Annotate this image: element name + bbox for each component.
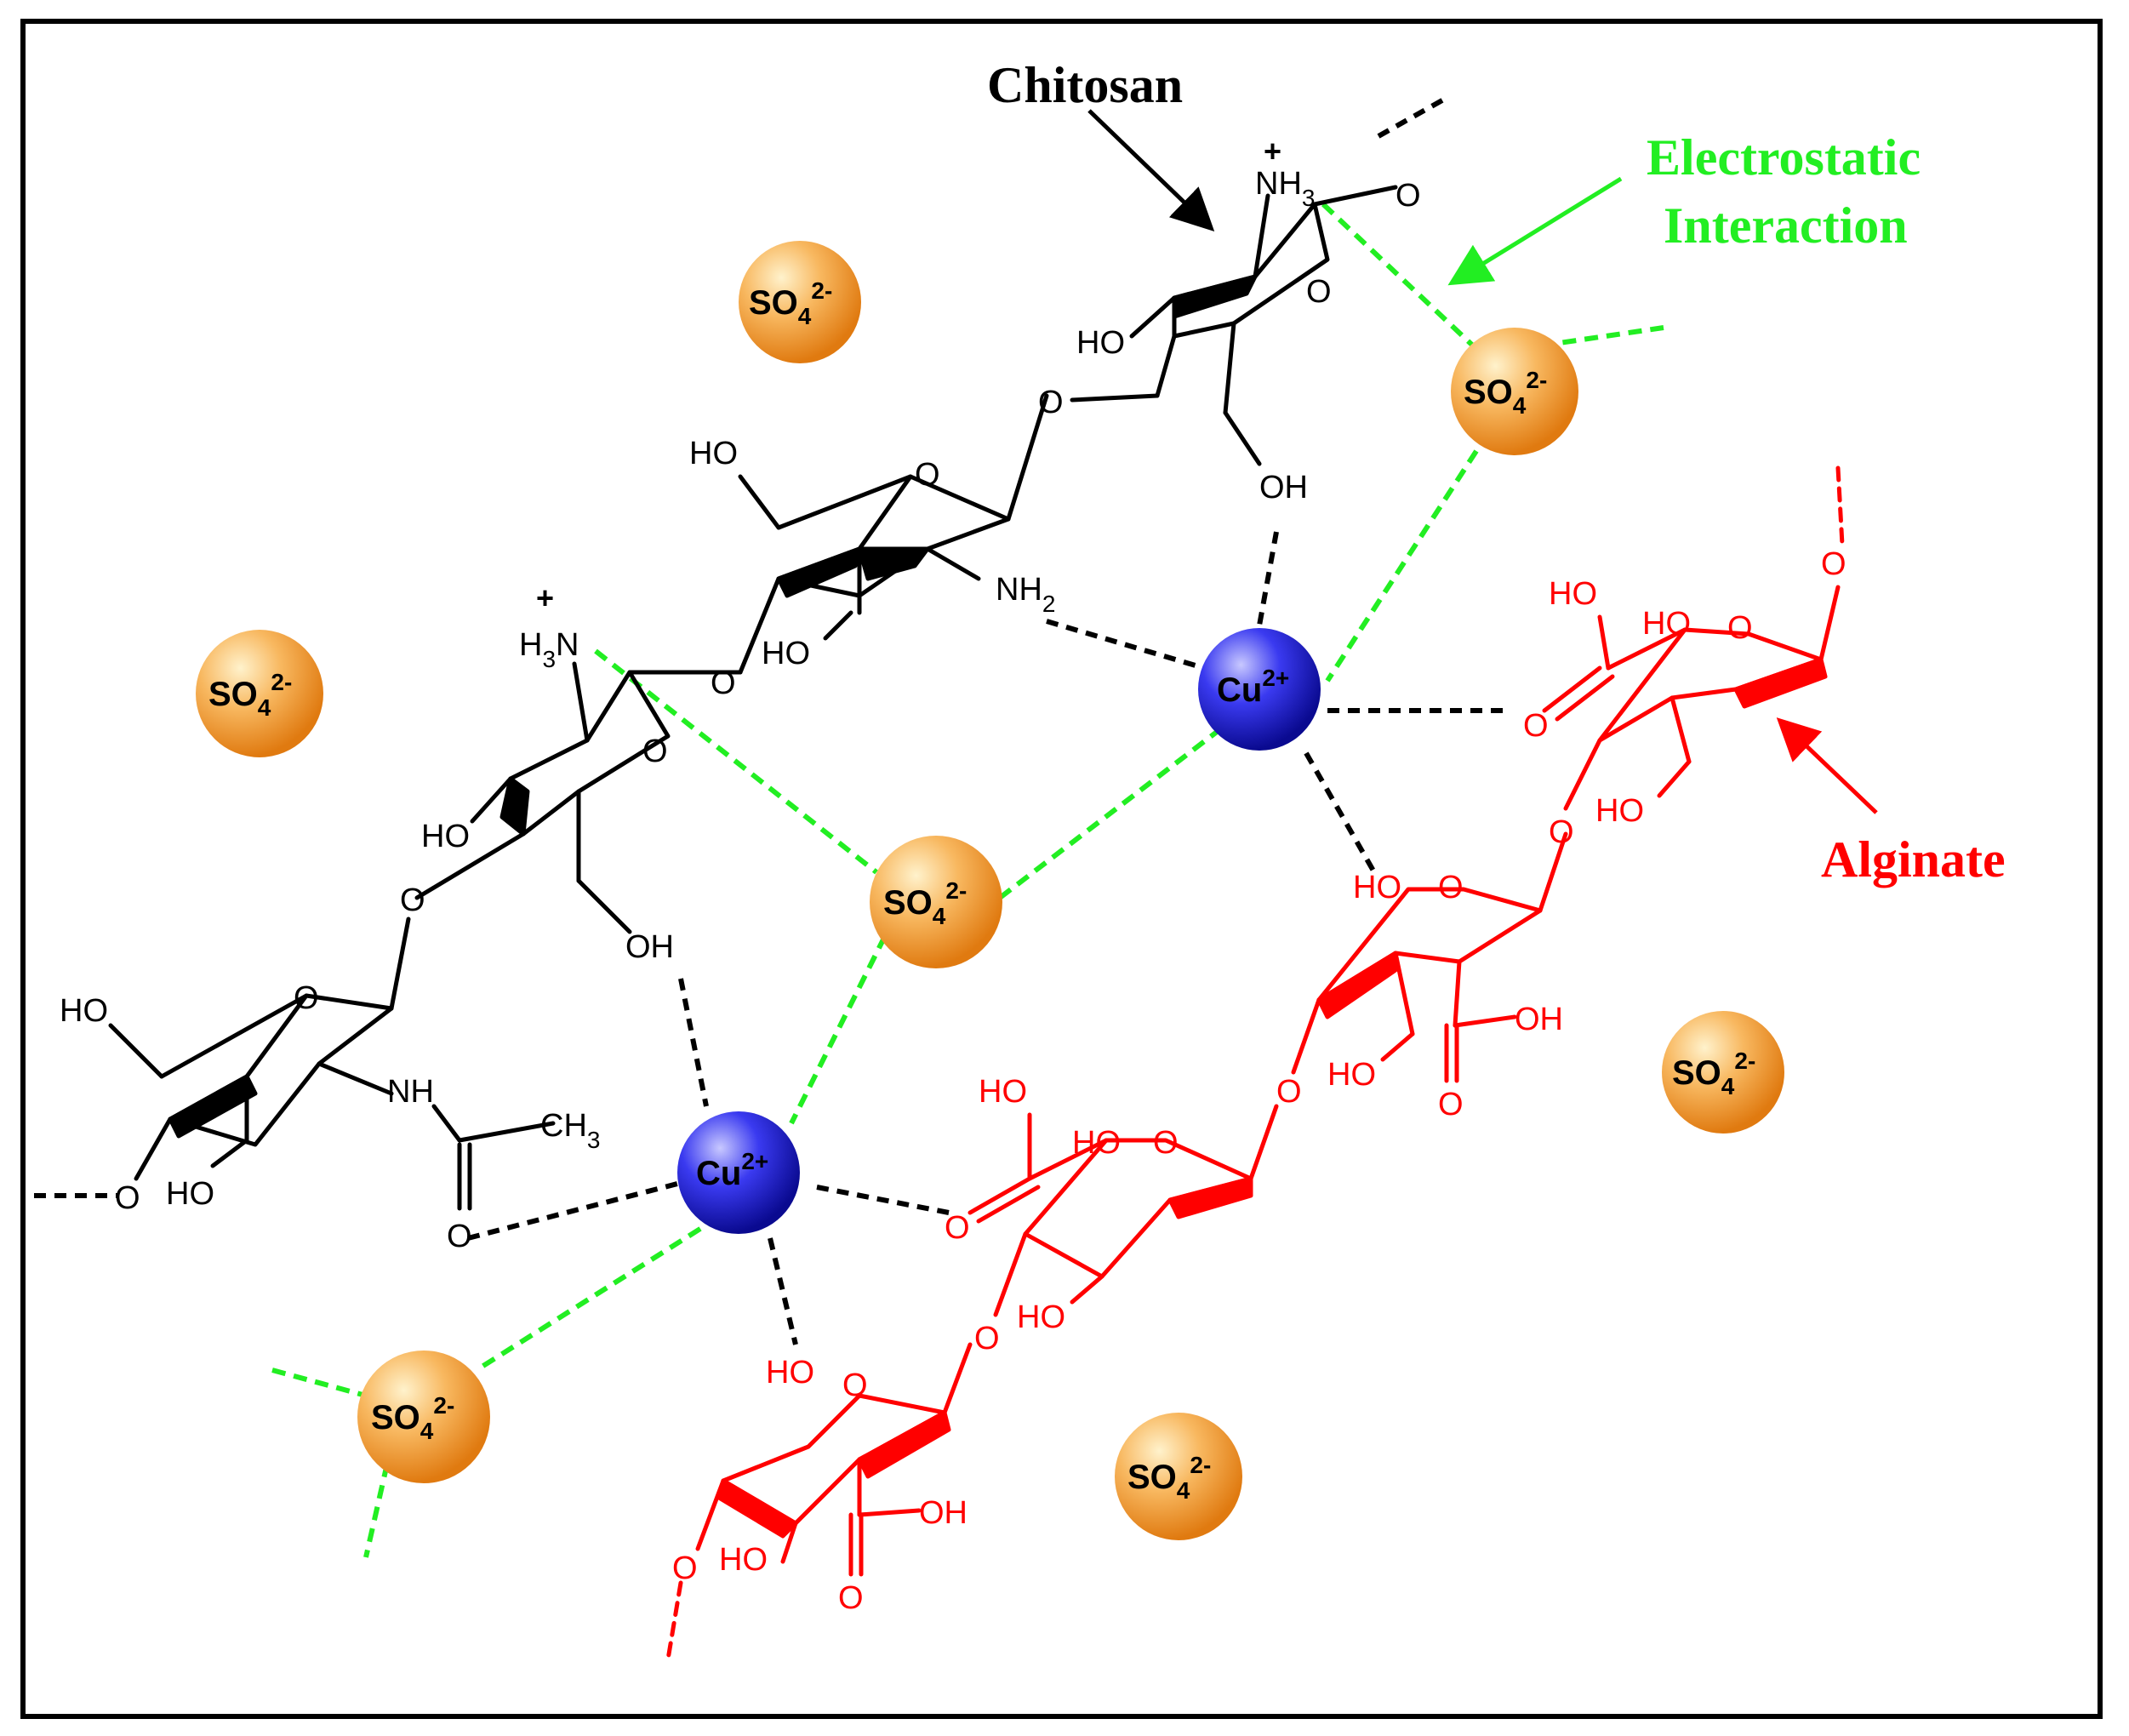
svg-text:SO42-: SO42-: [1127, 1452, 1211, 1504]
chitosan-h3n-label: H3N: [519, 627, 579, 672]
alginate-carbonyl-o-2: O: [1438, 1087, 1464, 1122]
chitosan-ring-o-1: O: [1306, 274, 1332, 310]
chitosan-o-top: O: [1396, 178, 1421, 214]
chitosan-ch3-label: CH3: [540, 1108, 600, 1153]
alginate-ho-10: HO: [719, 1542, 768, 1578]
chitosan-glyco-o-4: O: [115, 1180, 140, 1216]
chitosan-structure: [108, 185, 1398, 1211]
electrostatic-label-line2: Interaction: [1664, 197, 1908, 254]
alginate-glyco-o-4: O: [672, 1550, 698, 1586]
chitosan-nh3-label: NH3: [1255, 166, 1315, 211]
alginate-ho-1: HO: [1549, 576, 1597, 612]
sulfate-ion: SO42-: [196, 630, 323, 757]
coordination-bonds: [34, 95, 1510, 1345]
chitosan-charge-plus-left: +: [536, 580, 554, 615]
alginate-ho-8: HO: [1017, 1299, 1065, 1335]
alginate-ring-o-b: O: [1438, 870, 1464, 905]
chitosan-nh-label: NH: [387, 1074, 434, 1110]
chitosan-glyco-o-3: O: [400, 882, 425, 918]
alginate-ho-2: HO: [1642, 606, 1691, 642]
chitosan-charge-plus-top: +: [1264, 134, 1281, 168]
alginate-ring-o-c: O: [1153, 1125, 1179, 1161]
alginate-oh-2: OH: [919, 1495, 967, 1531]
chitosan-ho-5: HO: [60, 993, 108, 1029]
svg-text:SO42-: SO42-: [208, 669, 292, 721]
alginate-label: Alginate: [1821, 831, 2006, 888]
chitosan-carbonyl-o: O: [447, 1219, 472, 1254]
chitosan-arrow: [1087, 109, 1215, 231]
chitosan-ring-o-3: O: [642, 734, 668, 769]
alginate-ring-o-d: O: [842, 1368, 868, 1403]
sulfate-ion: SO42-: [357, 1351, 490, 1483]
alginate-ring-o-a: O: [1727, 610, 1753, 646]
alginate-ho-4: HO: [1353, 870, 1401, 905]
alginate-ho-5: HO: [1327, 1057, 1376, 1093]
svg-text:SO42-: SO42-: [749, 277, 832, 329]
sulfate-ion: SO42-: [1451, 328, 1578, 455]
alginate-glyco-o-1: O: [1549, 814, 1574, 850]
alginate-glyco-o-3: O: [974, 1321, 1000, 1356]
svg-text:SO42-: SO42-: [883, 877, 967, 929]
chitosan-oh-1: OH: [1259, 470, 1308, 505]
svg-text:SO42-: SO42-: [1672, 1048, 1755, 1099]
svg-text:Cu2+: Cu2+: [696, 1148, 768, 1192]
chitosan-ring-o-4: O: [294, 980, 319, 1016]
alginate-ho-6: HO: [979, 1074, 1027, 1110]
alginate-arrow: [1776, 717, 1878, 814]
chitosan-ring-o-2: O: [915, 457, 940, 493]
sulfate-ion: SO42-: [870, 836, 1002, 968]
alginate-oh-1: OH: [1515, 1002, 1563, 1037]
alginate-carbonyl-o-1: O: [1523, 708, 1549, 744]
svg-text:Cu2+: Cu2+: [1217, 665, 1289, 709]
sulfate-ion: SO42-: [1662, 1011, 1784, 1134]
alginate-ho-9: HO: [766, 1355, 814, 1391]
alginate-ho-3: HO: [1595, 793, 1644, 829]
chitosan-label: Chitosan: [987, 57, 1183, 113]
chitosan-glyco-o-2: O: [711, 665, 736, 701]
copper-ion: Cu2+: [1198, 628, 1321, 751]
chitosan-oh-2: OH: [625, 929, 674, 965]
sulfate-ion: SO42-: [1115, 1413, 1242, 1540]
chitosan-ho-1: HO: [1076, 325, 1125, 361]
svg-text:SO42-: SO42-: [1464, 367, 1547, 419]
svg-text:SO42-: SO42-: [371, 1392, 454, 1444]
alginate-carbonyl-o-4: O: [838, 1580, 864, 1616]
electrostatic-arrow: [1447, 176, 1623, 286]
chitosan-ho-2: HO: [689, 436, 738, 471]
copper-ion: Cu2+: [677, 1111, 800, 1234]
alginate-structure: [665, 465, 1845, 1662]
chitosan-glyco-o-1: O: [1038, 385, 1064, 420]
alginate-glyco-o-2: O: [1276, 1074, 1302, 1110]
chitosan-ho-3: HO: [762, 636, 810, 671]
alginate-atom-labels: O HO HO O O HO O HO O HO OH O O HO HO O …: [672, 546, 1846, 1616]
sulfate-ion: SO42-: [739, 241, 861, 363]
chitosan-ho-6: HO: [166, 1176, 214, 1212]
chitosan-nh2-label: NH2: [996, 572, 1055, 617]
alginate-ho-7: HO: [1072, 1125, 1121, 1161]
alginate-carbonyl-o-3: O: [945, 1210, 970, 1246]
chitosan-ho-4: HO: [421, 819, 470, 854]
electrostatic-interactions: [271, 202, 1664, 1558]
electrostatic-label-line1: Electrostatic: [1647, 129, 1921, 186]
chitosan-atom-labels: NH3 + O O HO OH O HO O NH2 HO O + H3N O …: [60, 134, 1421, 1254]
alginate-terminal-o-top: O: [1821, 546, 1846, 582]
